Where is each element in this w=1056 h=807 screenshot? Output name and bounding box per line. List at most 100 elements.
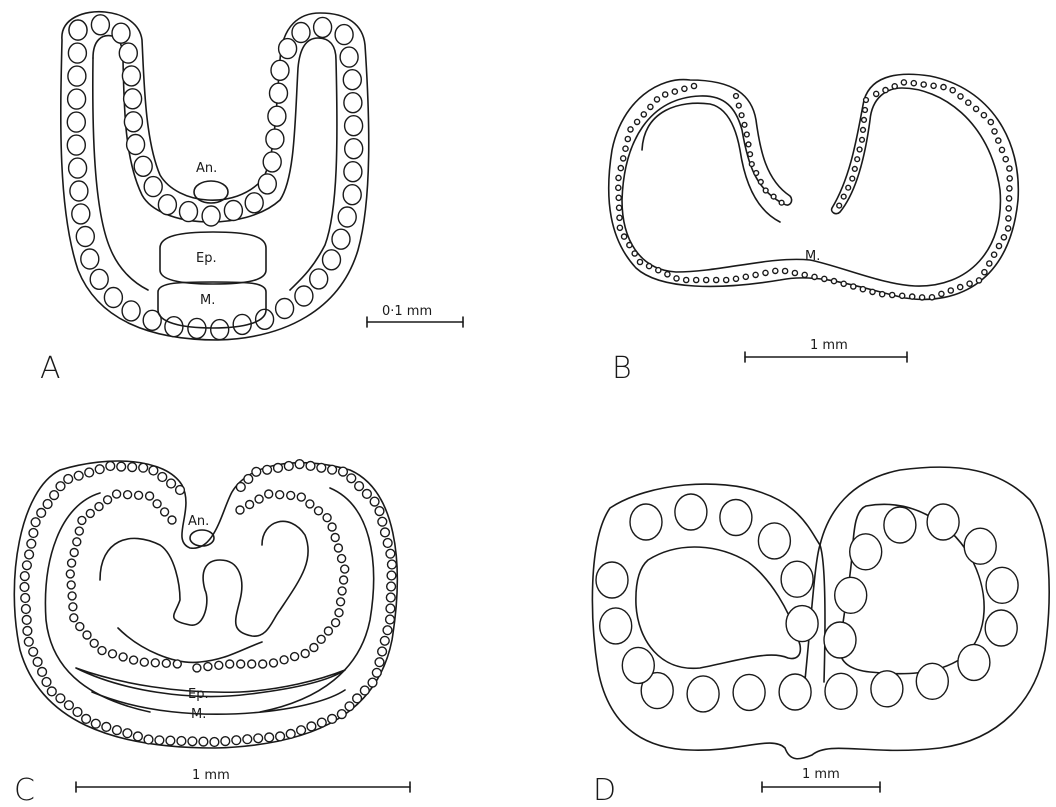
epithelial-cell <box>850 176 855 181</box>
epithelial-cell <box>232 736 241 745</box>
epithelial-cell <box>180 202 198 222</box>
epithelial-cell <box>742 122 747 127</box>
epithelial-cell <box>33 658 42 667</box>
epithelial-cell <box>860 137 865 142</box>
epithelial-cell <box>948 288 953 293</box>
epithelial-cell <box>985 610 1017 646</box>
epithelial-cell <box>648 104 653 109</box>
epithelial-cell <box>739 113 744 118</box>
epithelial-cell <box>338 587 346 595</box>
epithelial-cell <box>992 252 997 257</box>
epithelial-cell <box>245 193 263 213</box>
panel-b-label-m: M. <box>805 249 820 264</box>
epithelial-cell <box>355 482 364 491</box>
panel-d-scale-label: 1 mm <box>802 767 840 782</box>
epithelial-cell <box>236 483 245 492</box>
epithelial-cell <box>617 225 622 230</box>
epithelial-cell <box>224 201 242 221</box>
epithelial-cell <box>1006 216 1011 221</box>
epithelial-cell <box>25 550 34 559</box>
epithelial-cell <box>370 497 379 506</box>
panel-a-label-m: M. <box>200 293 215 308</box>
epithelial-cell <box>270 83 288 103</box>
panel-d-cells <box>596 494 1018 712</box>
epithelial-cell <box>665 272 670 277</box>
panel-b-cells <box>616 80 1013 300</box>
epithelial-cell <box>641 112 646 117</box>
epithelial-cell <box>202 206 220 226</box>
epithelial-cell <box>67 135 85 155</box>
epithelial-cell <box>1007 186 1012 191</box>
epithelial-cell <box>162 659 170 667</box>
epithelial-cell <box>91 15 109 35</box>
epithelial-cell <box>95 465 104 474</box>
epithelial-cell <box>165 317 183 337</box>
epithelial-cell <box>82 715 91 724</box>
epithelial-cell <box>176 486 185 495</box>
epithelial-cell <box>846 185 851 190</box>
epithelial-cell <box>123 729 132 738</box>
epithelial-cell <box>292 23 310 43</box>
epithelial-cell <box>862 118 867 123</box>
epithelial-cell <box>104 288 122 308</box>
epithelial-cell <box>68 592 76 600</box>
epithelial-cell <box>193 664 201 672</box>
epithelial-cell <box>783 268 788 273</box>
epithelial-cell <box>763 270 768 275</box>
epithelial-cell <box>335 609 343 617</box>
epithelial-cell <box>139 463 148 472</box>
epithelial-cell <box>252 467 261 476</box>
epithelial-cell <box>939 291 944 296</box>
epithelial-cell <box>68 66 86 86</box>
epithelial-cell <box>871 671 903 707</box>
epithelial-cell <box>654 97 659 102</box>
epithelial-cell <box>596 562 628 598</box>
epithelial-cell <box>21 594 30 603</box>
epithelial-cell <box>50 491 59 500</box>
epithelial-cell <box>130 656 138 664</box>
epithelial-cell <box>20 583 29 592</box>
epithelial-cell <box>786 606 818 642</box>
epithelial-cell <box>343 70 361 90</box>
panel-c-muscle-band <box>92 690 345 714</box>
epithelial-cell <box>56 482 65 491</box>
epithelial-cell <box>68 559 76 567</box>
epithelial-cell <box>73 538 81 546</box>
epithelial-cell <box>736 103 741 108</box>
epithelial-cell <box>892 84 897 89</box>
epithelial-cell <box>831 279 836 284</box>
epithelial-cell <box>996 243 1001 248</box>
epithelial-cell <box>134 156 152 176</box>
epithelial-cell <box>65 701 74 710</box>
epithelial-cell <box>263 465 272 474</box>
epithelial-cell <box>1003 157 1008 162</box>
epithelial-cell <box>931 83 936 88</box>
epithelial-cell <box>976 278 981 283</box>
epithelial-cell <box>144 177 162 197</box>
epithelial-cell <box>347 474 356 483</box>
epithelial-cell <box>378 647 387 656</box>
panel-c-scale-label: 1 mm <box>192 768 230 783</box>
epithelial-cell <box>67 581 75 589</box>
epithelial-cell <box>69 20 87 40</box>
epithelial-cell <box>102 723 111 732</box>
epithelial-cell <box>792 270 797 275</box>
epithelial-cell <box>910 294 915 299</box>
epithelial-cell <box>95 503 103 511</box>
epithelial-cell <box>38 668 47 677</box>
epithelial-cell <box>855 157 860 162</box>
epithelial-cell <box>306 500 314 508</box>
panel-b: M. 1 mm B <box>609 74 1019 386</box>
epithelial-cell <box>338 555 346 563</box>
epithelial-cell <box>221 737 230 746</box>
epithelial-cell <box>215 661 223 669</box>
epithelial-cell <box>297 726 306 735</box>
panel-a-letter: A <box>40 351 61 386</box>
epithelial-cell <box>822 276 827 281</box>
epithelial-cell <box>37 509 46 518</box>
epithelial-cell <box>763 188 768 193</box>
epithelial-cell <box>29 529 38 538</box>
epithelial-cell <box>920 295 925 300</box>
epithelial-cell <box>387 571 396 580</box>
epithelial-cell <box>161 508 169 516</box>
